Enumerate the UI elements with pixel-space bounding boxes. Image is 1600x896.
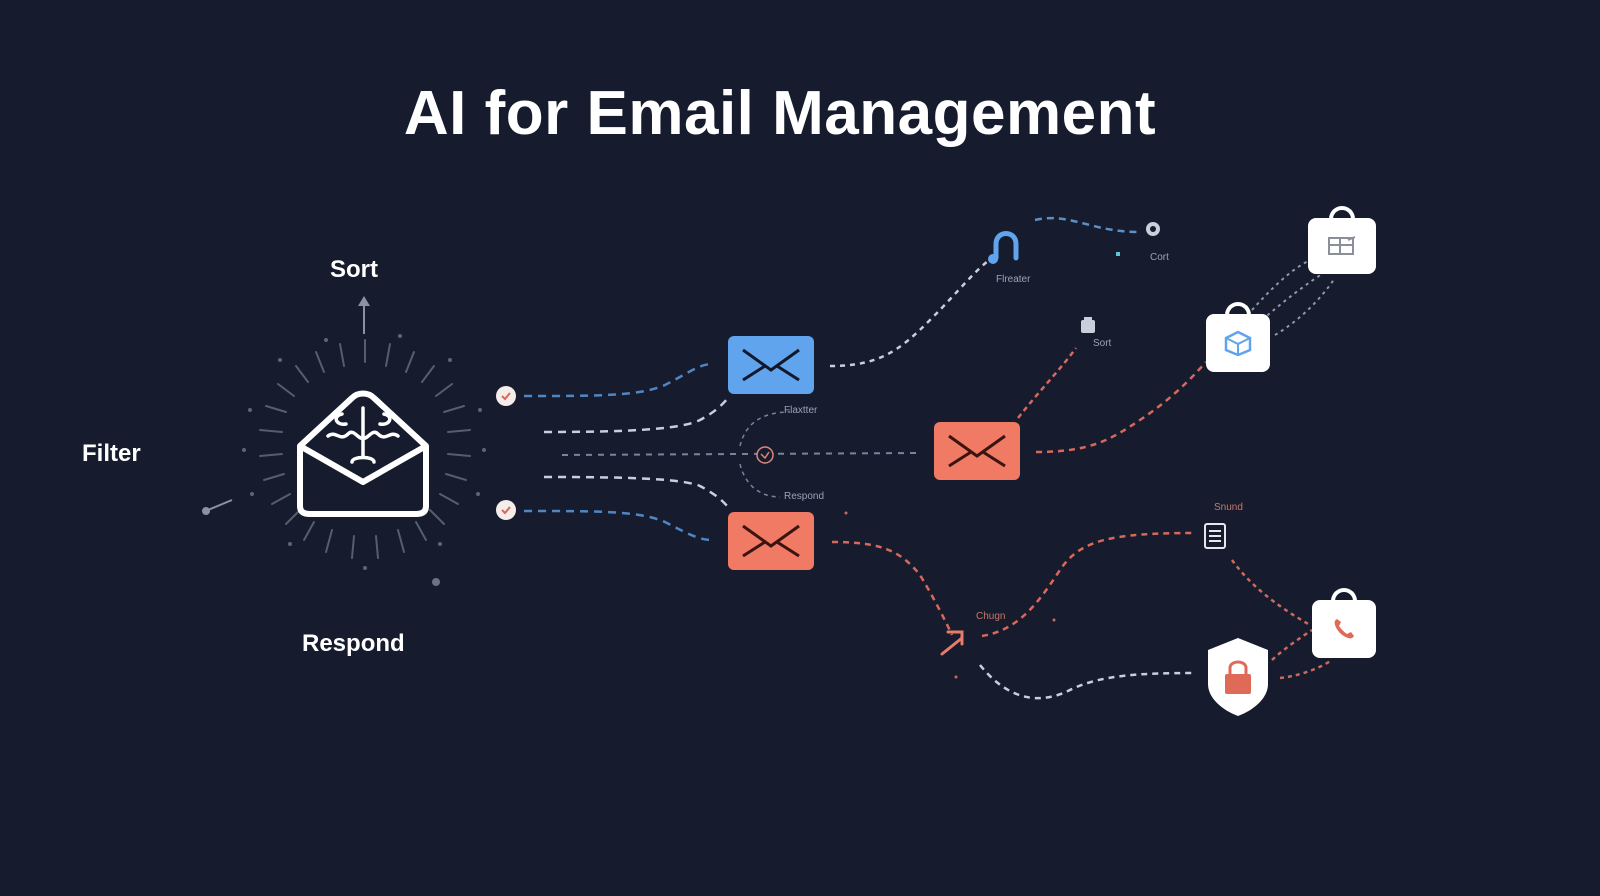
label-flaxtter: Flaxtter — [784, 405, 818, 416]
table-icon — [1328, 236, 1356, 255]
label-filter: Filter — [82, 440, 141, 467]
document-icon[interactable] — [1204, 523, 1226, 549]
connector-check2-blue — [523, 509, 713, 542]
check-badge-bottom — [496, 500, 516, 520]
magnet-icon — [993, 231, 1019, 261]
envelope-icon — [742, 524, 800, 558]
check-badge-top — [496, 386, 516, 406]
phone-bag[interactable] — [1312, 588, 1376, 658]
label-sort-node: Sort — [1093, 338, 1112, 349]
label-magnet: Flreater — [996, 274, 1031, 285]
envelope-blue[interactable] — [728, 336, 814, 394]
connector-to-blue — [543, 397, 729, 434]
box-bag[interactable] — [1206, 302, 1270, 372]
page-title: AI for Email Management — [403, 79, 1157, 148]
table-bag[interactable] — [1308, 206, 1376, 274]
phone-icon — [1334, 619, 1354, 639]
center-node-circle — [756, 446, 774, 464]
envelope-icon — [948, 434, 1006, 468]
burst-dots — [242, 334, 486, 570]
label-respond-branch: Respond — [784, 491, 825, 502]
connector-change-to-document — [981, 531, 1197, 638]
connector-to-red — [543, 475, 729, 508]
label-respond: Respond — [302, 630, 405, 657]
connector-red-to-box — [1035, 361, 1207, 454]
connector-center-line — [561, 452, 921, 456]
change-arrow-icon — [940, 630, 964, 656]
up-arrow-icon — [358, 296, 370, 306]
sort-bin-icon — [1081, 320, 1095, 333]
label-sound: Snund — [1214, 502, 1243, 513]
envelope-red-middle[interactable] — [934, 422, 1020, 480]
lock-shield[interactable] — [1204, 636, 1272, 718]
checkmark-icon — [501, 392, 511, 401]
connector-red-to-sort — [1017, 347, 1078, 419]
connector-check1-blue — [523, 362, 713, 398]
label-change: Chugn — [976, 611, 1006, 622]
lock-icon — [1225, 674, 1251, 694]
label-sort: Sort — [330, 256, 378, 283]
box-icon — [1224, 330, 1252, 356]
checkmark-icon — [501, 506, 511, 515]
connector-red-lower-to-change — [831, 540, 954, 636]
connector-change-to-shield — [979, 664, 1197, 700]
envelope-icon — [742, 348, 800, 382]
radial-burst — [259, 339, 471, 559]
brain-envelope-icon — [297, 390, 429, 517]
connector-blue-to-magnet — [829, 256, 993, 368]
label-cort: Cort — [1150, 252, 1169, 263]
connector-magnet-to-cort — [1034, 216, 1141, 234]
envelope-red-lower[interactable] — [728, 512, 814, 570]
